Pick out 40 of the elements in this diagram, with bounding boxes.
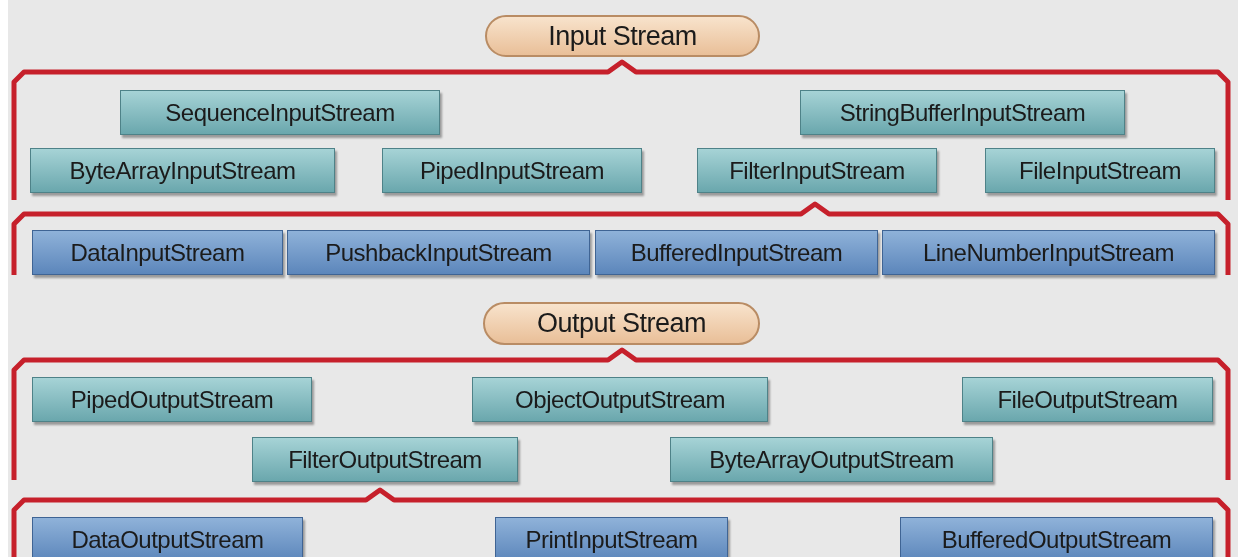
class-name: DataOutputStream bbox=[71, 525, 264, 554]
class-box bbox=[697, 148, 937, 193]
class-name: ObjectOutputStream bbox=[515, 385, 725, 414]
class-box bbox=[962, 377, 1213, 422]
subclass-box bbox=[595, 230, 878, 275]
subclass-box bbox=[882, 230, 1215, 275]
subclass-box bbox=[32, 230, 283, 275]
class-name: Output Stream bbox=[536, 308, 707, 339]
class-name: PrintInputStream bbox=[525, 525, 698, 554]
class-name: ByteArrayOutputStream bbox=[709, 445, 954, 474]
class-name: BufferedOutputStream bbox=[941, 525, 1172, 554]
class-box bbox=[472, 377, 768, 422]
class-box bbox=[252, 437, 518, 482]
class-name: FilterOutputStream bbox=[288, 445, 482, 474]
class-name: Input Stream bbox=[548, 20, 697, 52]
subclass-box bbox=[495, 517, 728, 557]
class-name: PushbackInputStream bbox=[325, 238, 552, 267]
class-name: FileOutputStream bbox=[997, 385, 1178, 414]
class-box bbox=[985, 148, 1215, 193]
class-name: FilterInputStream bbox=[729, 156, 905, 185]
class-box bbox=[32, 377, 312, 422]
class-box bbox=[382, 148, 642, 193]
class-name: PipedInputStream bbox=[419, 156, 605, 185]
class-name: SequenceInputStream bbox=[165, 98, 395, 127]
subclass-box bbox=[900, 517, 1213, 557]
category-pill bbox=[483, 302, 760, 345]
subclass-box bbox=[287, 230, 590, 275]
class-name: BufferedInputStream bbox=[630, 238, 843, 267]
class-box bbox=[670, 437, 993, 482]
class-box bbox=[800, 90, 1125, 135]
class-name: StringBufferInputStream bbox=[839, 98, 1086, 127]
subclass-box bbox=[32, 517, 303, 557]
class-box bbox=[120, 90, 440, 135]
class-name: LineNumberInputStream bbox=[923, 238, 1174, 267]
class-box bbox=[30, 148, 335, 193]
category-pill bbox=[485, 15, 760, 57]
class-name: DataInputStream bbox=[70, 238, 245, 267]
class-name: ByteArrayInputStream bbox=[69, 156, 296, 185]
class-name: FileInputStream bbox=[1019, 156, 1181, 185]
class-name: PipedOutputStream bbox=[70, 385, 274, 414]
